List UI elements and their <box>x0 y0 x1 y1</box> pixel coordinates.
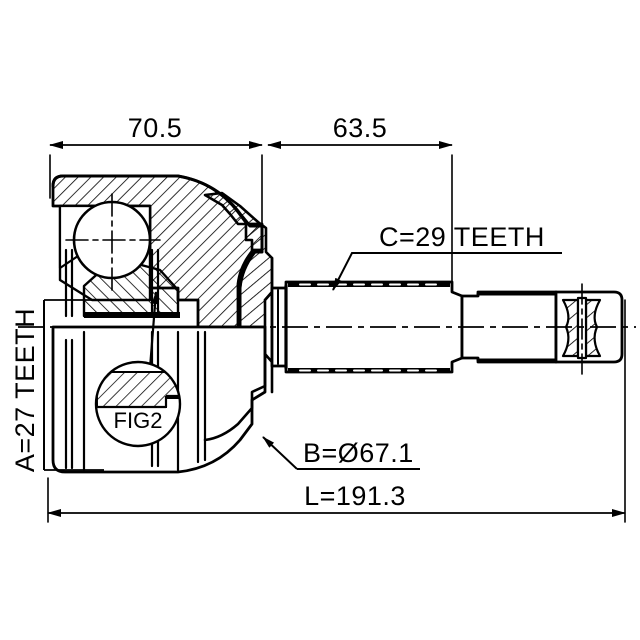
dimension-length-label: L=191.3 <box>304 481 406 511</box>
extension-lines <box>47 154 626 523</box>
dimension-63-5: 63.5 <box>267 113 453 149</box>
callout-c-teeth: C=29 TEETH <box>332 222 562 291</box>
snap-ring-groove <box>554 283 624 375</box>
lower-bell-taper <box>203 325 267 442</box>
race-band <box>84 312 180 318</box>
callout-a-label: A=27 TEETH <box>10 308 40 472</box>
callout-a-teeth: A=27 TEETH <box>10 299 104 472</box>
dimension-63-5-label: 63.5 <box>333 113 388 143</box>
ball-centerline <box>65 193 161 291</box>
callout-b-label: B=Ø67.1 <box>303 438 414 468</box>
callout-fig2: FIG2 <box>94 291 182 448</box>
dimension-length: L=191.3 <box>47 481 626 517</box>
dimension-70-5: 70.5 <box>49 113 263 149</box>
fig2-label: FIG2 <box>114 408 163 433</box>
dimension-70-5-label: 70.5 <box>128 113 183 143</box>
cage-bars <box>64 248 160 318</box>
callout-b-diameter: B=Ø67.1 <box>262 436 420 470</box>
callout-c-label: C=29 TEETH <box>379 222 545 252</box>
splined-shaft <box>270 280 464 374</box>
